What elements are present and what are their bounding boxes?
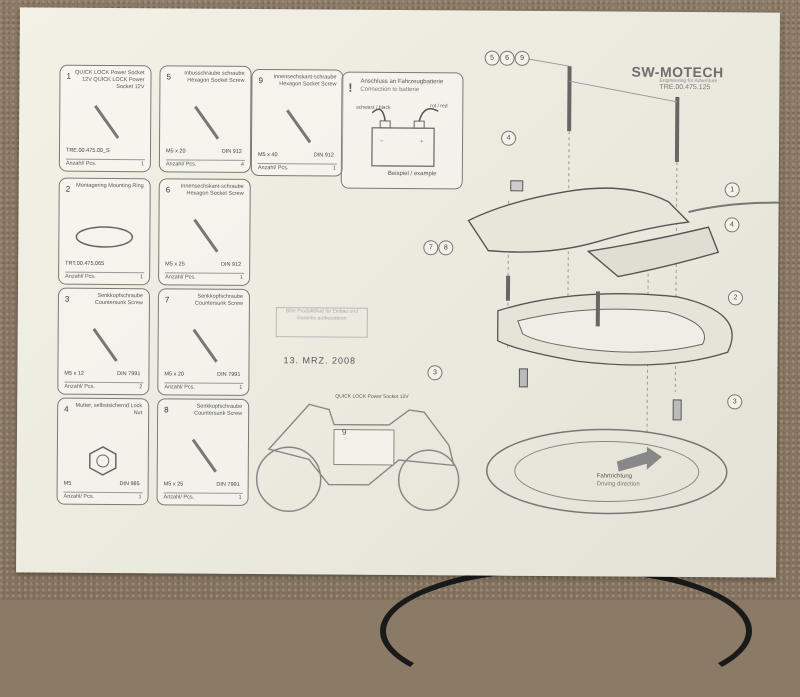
part-qty-label: Anzahl/ Pcs. (164, 382, 243, 391)
part-qty: 1 (238, 495, 241, 501)
part-spec: M5 x 40 (258, 152, 278, 158)
part-card: 6 Innensechskant-schraube Hexagon Socket… (158, 178, 251, 286)
direction-de: Fahrtrichtung (597, 473, 632, 479)
callout-2: 2 (728, 290, 743, 305)
part-qty-label: Anzahl/ Pcs. (165, 272, 244, 281)
svg-text:+: + (420, 139, 424, 145)
part-qty: 1 (239, 385, 242, 391)
part-icon (159, 179, 250, 285)
callout-9: 9 (515, 51, 530, 66)
part-din: DIN 985 (119, 481, 139, 487)
part-card: 2 Montagering Mounting Ring TRT.00.475.0… (58, 178, 151, 286)
callout-4-top: 4 (501, 131, 516, 146)
battery-connection-box: ! Anschluss an Fahrzeugbatterie Connecti… (341, 72, 464, 190)
part-icon (158, 289, 249, 395)
moto-label: QUICK LOCK Power Socket 12V (335, 394, 408, 401)
part-spec: TRT.00.475.065 (65, 261, 104, 267)
part-card: 8 Senkkopfschraube Countersunk Screw M5 … (157, 398, 250, 506)
part-qty: 1 (333, 166, 336, 172)
callout-3-right: 3 (727, 394, 742, 409)
part-card: 3 Senkkopfschraube Countersunk Screw M5 … (57, 288, 150, 396)
callout-1: 1 (725, 182, 740, 197)
callout-8: 8 (438, 240, 453, 255)
part-qty-label: Anzahl/ Pcs. (166, 159, 245, 168)
part-icon (58, 399, 149, 505)
part-spec: M5 x 12 (64, 371, 84, 377)
part-qty: 2 (139, 384, 142, 390)
part-din: DIN 7991 (217, 372, 240, 378)
part-card: 9 Innensechskant-schraube Hexagon Socket… (251, 69, 344, 177)
svg-text:−: − (380, 139, 384, 145)
part-qty-label: Anzahl/ Pcs. (164, 492, 243, 501)
part-qty: 4 (241, 162, 244, 168)
part-spec: M5 x 25 (165, 261, 185, 267)
part-card: 5 Inbusschraube schraube Hexagon Socket … (159, 65, 252, 173)
part-din: DIN 7991 (216, 482, 239, 488)
callout-3-left: 3 (427, 365, 442, 380)
part-qty-label: Anzahl/ Pcs. (64, 492, 143, 501)
part-icon (59, 179, 150, 285)
part-icon (252, 70, 343, 176)
part-icon (60, 66, 151, 172)
part-qty-label: Anzahl/ Pcs. (258, 163, 337, 172)
callout-6: 6 (500, 51, 515, 66)
part-din: DIN 912 (221, 262, 241, 268)
callout-7: 7 (423, 240, 438, 255)
callout-5: 5 (485, 51, 500, 66)
part-spec: M5 x 20 (164, 371, 184, 377)
part-qty-label: Anzahl/ Pcs. (66, 159, 145, 168)
battery-caption: Beispiel / example (388, 171, 437, 177)
part-icon (160, 66, 251, 172)
callout-4-right: 4 (724, 217, 739, 232)
part-card: 1 QUICK LOCK Power Socket 12V QUICK LOCK… (59, 65, 152, 173)
part-card: 4 Mutter, selbstsichernd Lock Nut M5 DIN… (57, 398, 150, 506)
part-qty-label: Anzahl/ Pcs. (64, 382, 143, 391)
part-spec: TRE.00.475.00_S (66, 148, 110, 154)
date-stamp: 13. MRZ. 2008 (283, 355, 356, 366)
direction-en: Driving direction (597, 481, 640, 487)
stamp-box: Bitte Produktblatt für Einbau und Garant… (276, 307, 368, 338)
part-qty: 1 (141, 161, 144, 167)
part-qty: 1 (138, 494, 141, 500)
part-qty-label: Anzahl/ Pcs. (65, 272, 144, 281)
part-spec: M5 x 20 (166, 148, 186, 154)
black-cable (380, 565, 752, 697)
part-din: DIN 912 (314, 152, 334, 158)
part-din: DIN 7991 (117, 371, 140, 377)
part-qty: 1 (140, 274, 143, 280)
instruction-sheet: 1 QUICK LOCK Power Socket 12V QUICK LOCK… (16, 7, 780, 577)
motorcycle-outline (248, 389, 469, 531)
part-spec: M5 (64, 481, 72, 487)
part-qty: 1 (240, 275, 243, 281)
part-card: 7 Senkkopfschraube Countersunk Screw M5 … (157, 288, 250, 396)
part-icon (158, 399, 249, 505)
part-din: DIN 912 (222, 149, 242, 155)
part-icon (58, 289, 149, 395)
part-spec: M5 x 25 (164, 481, 184, 487)
moto-nine: 9 (342, 428, 347, 437)
